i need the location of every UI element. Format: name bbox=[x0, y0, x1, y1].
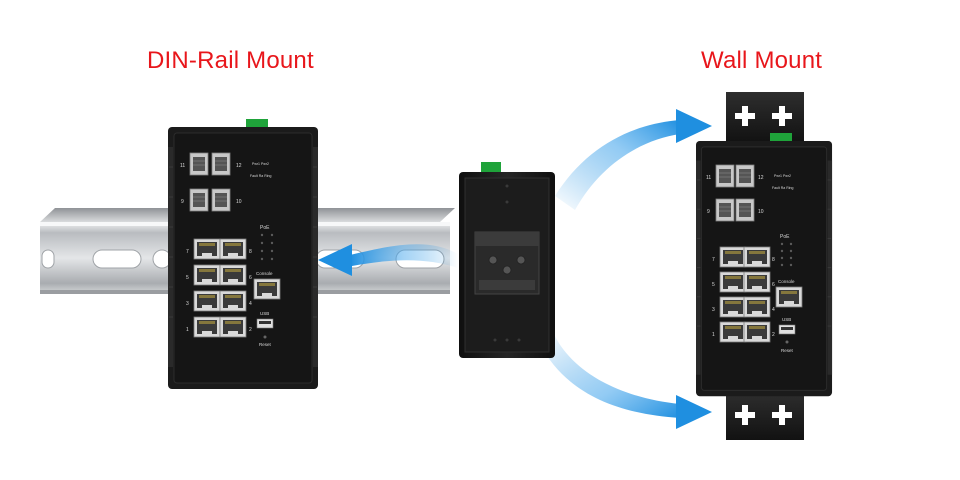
usb-label: USB bbox=[260, 311, 269, 316]
plus-icon bbox=[772, 405, 792, 425]
port-label: 1 bbox=[186, 327, 189, 333]
port-label: 6 bbox=[772, 282, 775, 288]
wall-mount-plate-top bbox=[726, 92, 804, 142]
led-label: Pwr1 Pwr2 bbox=[774, 174, 791, 178]
led-label: Pwr1 Pwr2 bbox=[252, 162, 269, 166]
console-label: Console bbox=[778, 279, 795, 284]
port-label: 7 bbox=[712, 257, 715, 263]
wall-mount-plate-bottom bbox=[726, 392, 804, 440]
port-label: 8 bbox=[772, 257, 775, 263]
poe-label: PoE bbox=[260, 225, 270, 231]
port-label: 5 bbox=[186, 275, 189, 281]
curved-arrow-icon bbox=[318, 244, 458, 276]
led-label: Fault Ra Ring bbox=[772, 186, 793, 190]
plus-icon bbox=[772, 106, 792, 126]
port-label: 3 bbox=[186, 301, 189, 307]
curved-arrow-icon bbox=[540, 330, 712, 429]
port-label: 2 bbox=[772, 332, 775, 338]
port-label: 6 bbox=[249, 275, 252, 281]
wall-mounted-switch: 11 12 Pwr1 Pwr2 Fault Ra Ring 9 10 PoE 7… bbox=[695, 133, 833, 397]
poe-label: PoE bbox=[780, 234, 790, 240]
port-label: 1 bbox=[712, 332, 715, 338]
usb-label: USB bbox=[782, 317, 791, 322]
port-label: 8 bbox=[249, 249, 252, 255]
power-terminal-block bbox=[481, 162, 501, 172]
curved-arrow-icon bbox=[555, 109, 712, 210]
port-label: 5 bbox=[712, 282, 715, 288]
console-label: Console bbox=[256, 271, 273, 276]
sfp-port-label: 10 bbox=[236, 199, 242, 205]
port-label: 4 bbox=[772, 307, 775, 313]
plus-icon bbox=[735, 106, 755, 126]
reset-label: Reset bbox=[781, 348, 794, 353]
sfp-port-label: 11 bbox=[180, 163, 185, 169]
port-label: 2 bbox=[249, 327, 252, 333]
led-label: Fault Ra Ring bbox=[250, 174, 271, 178]
din-mounted-switch: 11 12 Pwr1 Pwr2 Fault Ra Ring 9 10 PoE 7… bbox=[167, 119, 319, 390]
power-terminal-block bbox=[770, 133, 792, 143]
sfp-port-label: 11 bbox=[706, 175, 711, 181]
port-label: 7 bbox=[186, 249, 189, 255]
port-label: 4 bbox=[249, 301, 252, 307]
reset-label: Reset bbox=[259, 342, 272, 347]
side-view-switch bbox=[459, 162, 555, 358]
sfp-port-label: 9 bbox=[181, 199, 184, 205]
wall-mount-title: Wall Mount bbox=[701, 47, 823, 74]
power-terminal-block bbox=[246, 119, 268, 129]
din-rail-mount-title: DIN-Rail Mount bbox=[147, 47, 314, 74]
sfp-port-label: 12 bbox=[236, 163, 242, 169]
plus-icon bbox=[735, 405, 755, 425]
sfp-port-label: 9 bbox=[707, 209, 710, 215]
sfp-port-label: 12 bbox=[758, 175, 764, 181]
sfp-port-label: 10 bbox=[758, 209, 764, 215]
port-label: 3 bbox=[712, 307, 715, 313]
